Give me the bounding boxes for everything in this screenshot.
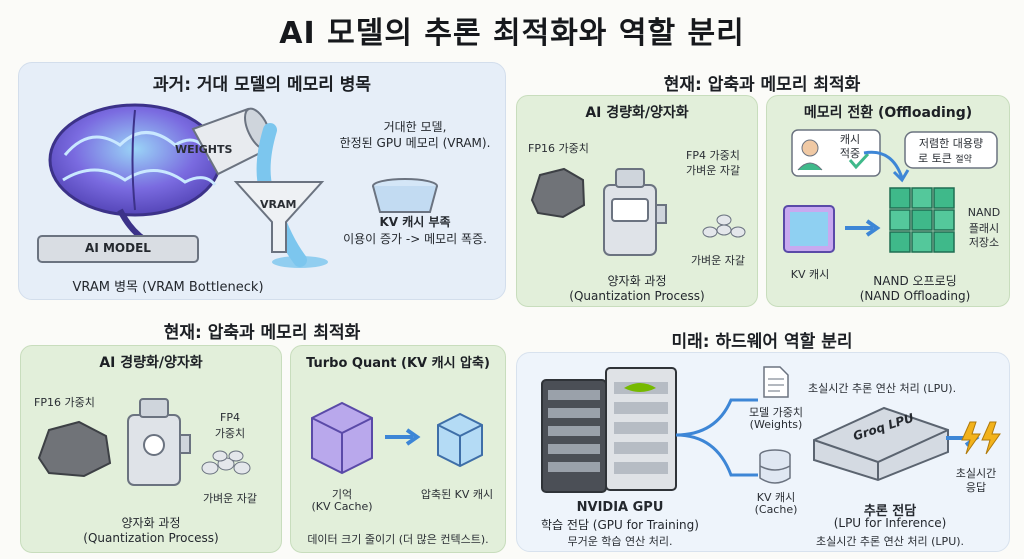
- past-caption: VRAM 병목 (VRAM Bottleneck): [72, 280, 264, 295]
- turbo-caption: 데이터 크기 줄이기 (더 많은 컨텍스트).: [307, 533, 489, 546]
- model-base-icon: [37, 235, 199, 263]
- lpu-line2: (LPU for Inference): [833, 516, 947, 530]
- kv-shortage-title: KV 캐시 부족: [379, 215, 451, 229]
- future-kv-line2: (Cache): [754, 503, 798, 516]
- cheap-line2-save: 절약: [955, 155, 972, 165]
- lpu-chip-icon: [813, 406, 949, 482]
- future-heading: 미래: 하드웨어 역할 분리: [671, 332, 853, 352]
- future-weights-line1: 모델 가중치: [748, 406, 804, 419]
- nand-line1: NAND: [967, 206, 1001, 219]
- gpu-line3: 무거운 학습 연산 처리.: [567, 535, 673, 548]
- rock-icon-right: [530, 167, 586, 219]
- model-base-label: AI MODEL: [85, 241, 151, 255]
- turbo-memory-line2: (KV Cache): [311, 500, 373, 513]
- compress-arrow-icon: [385, 428, 421, 446]
- quant-machine-icon: [127, 398, 191, 486]
- lpu-line3: 초실시간 추론 연산 처리 (LPU).: [815, 535, 965, 548]
- quant-right-caption1: 양자화 과정: [607, 274, 667, 288]
- turbo-title: Turbo Quant (KV 캐시 압축): [306, 356, 490, 371]
- kv-cache-small-cube-icon: [783, 205, 835, 253]
- cheap-line2: 로 토큰 절약: [918, 150, 972, 166]
- vram-label: VRAM: [260, 198, 297, 211]
- present-right-heading: 현재: 압축과 메모리 최적화: [663, 75, 861, 95]
- offload-kv-label: KV 캐시: [790, 268, 830, 281]
- quant-right-fp16: FP16 가중치: [528, 142, 589, 155]
- lpu-line1: 추론 전담: [863, 504, 917, 519]
- future-fast-line1: 초실시간: [955, 467, 997, 480]
- quant-right-fp4-line1: FP4 가중치: [686, 149, 740, 162]
- weights-label: WEIGHTS: [175, 143, 233, 156]
- quant-left-title: AI 경량화/양자화: [99, 355, 203, 371]
- past-heading: 과거: 거대 모델의 메모리 병목: [152, 75, 372, 95]
- offload-title: 메모리 전환 (Offloading): [803, 105, 973, 121]
- offload-caption2: (NAND Offloading): [859, 289, 971, 303]
- turbo-memory-line1: 기억: [331, 488, 353, 501]
- future-kv-line1: KV 캐시: [756, 491, 796, 504]
- cheap-line2-text: 로 토큰: [918, 152, 952, 165]
- offload-curve-arrow-icon: [863, 150, 910, 183]
- future-branch-arrows-icon: [675, 398, 758, 477]
- weights-document-icon: [763, 366, 789, 398]
- past-desc-line1: 거대한 모델,: [383, 120, 447, 134]
- turbo-compressed: 압축된 KV 캐시: [420, 488, 494, 501]
- quant-right-light: 가벼운 자갈: [690, 254, 746, 267]
- nand-cube-stack-icon: [889, 187, 955, 253]
- cheap-line1: 저렴한 대용량: [918, 137, 984, 150]
- quant-left-caption2: (Quantization Process): [83, 531, 219, 545]
- nand-line3: 저장소: [968, 236, 1000, 249]
- quant-left-fp4-line1: FP4: [220, 411, 240, 424]
- lightning-icon: [961, 421, 1001, 455]
- gpu-line1: NVIDIA GPU: [576, 500, 664, 515]
- pebbles-icon: [201, 450, 251, 475]
- future-lpu-top: 초실시간 추론 연산 처리 (LPU).: [808, 382, 957, 395]
- future-fast-line2: 응답: [965, 481, 987, 494]
- offload-caption1: NAND 오프로딩: [873, 274, 957, 288]
- nand-line2: 플래시: [968, 222, 1000, 235]
- page-title: AI 모델의 추론 최적화와 역할 분리: [279, 16, 745, 51]
- quant-left-fp16: FP16 가중치: [34, 396, 95, 409]
- gpu-server-icon: [541, 367, 677, 493]
- quant-right-title: AI 경량화/양자화: [585, 105, 689, 121]
- kv-cache-cube-icon: [311, 401, 373, 475]
- cache-hit-line1: 캐시: [839, 133, 861, 146]
- cache-hit-bubble-icon: [791, 129, 881, 177]
- present-left-heading: 현재: 압축과 메모리 최적화: [163, 323, 361, 343]
- cache-hit-line2: 적중: [839, 147, 861, 160]
- quant-left-fp4-line2: 가중치: [214, 427, 246, 440]
- pebbles-right-icon: [702, 214, 746, 238]
- rock-icon: [37, 420, 112, 478]
- offload-arrow-icon: [845, 219, 881, 237]
- funnel-icon: [233, 181, 325, 253]
- quant-left-light: 가벼운 자갈: [202, 492, 258, 505]
- quant-left-caption1: 양자화 과정: [121, 516, 181, 530]
- quant-right-fp4-line2: 가벼운 자갈: [686, 164, 741, 177]
- kv-database-icon: [759, 449, 791, 484]
- quant-right-caption2: (Quantization Process): [569, 289, 705, 303]
- past-desc-line2: 한정된 GPU 메모리 (VRAM).: [339, 136, 491, 150]
- compressed-cube-icon: [437, 412, 483, 468]
- future-weights-line2: (Weights): [749, 418, 803, 431]
- quant-machine-right-icon: [603, 168, 667, 256]
- cheap-bubble-icon: [904, 131, 998, 169]
- gpu-line2: 학습 전담 (GPU for Training): [541, 518, 699, 532]
- kv-cache-cup-icon: [372, 178, 438, 213]
- kv-shortage-desc: 이용이 증가 -> 메모리 폭증.: [343, 232, 487, 246]
